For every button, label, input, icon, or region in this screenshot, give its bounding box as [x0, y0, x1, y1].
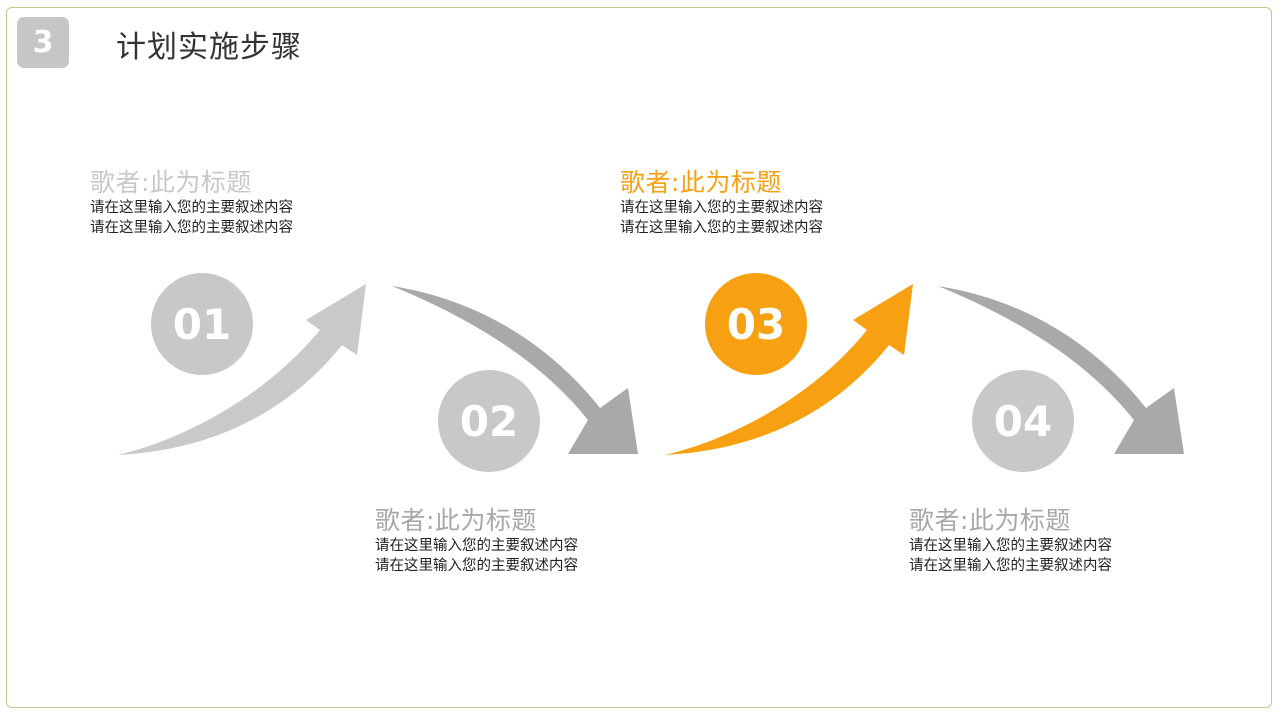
step-circle-03: 03 — [705, 273, 807, 375]
step-text-03: 歌者:此为标题 请在这里输入您的主要叙述内容 请在这里输入您的主要叙述内容 — [620, 168, 823, 238]
slide-frame — [6, 7, 1272, 708]
step-title: 歌者:此为标题 — [620, 168, 782, 197]
arrow-up-1 — [118, 284, 366, 455]
step-circle-02: 02 — [438, 370, 540, 472]
step-description-line: 请在这里输入您的主要叙述内容 — [620, 200, 823, 216]
step-title: 歌者:此为标题 — [90, 168, 252, 197]
step-description-line: 请在这里输入您的主要叙述内容 — [375, 558, 578, 574]
section-number-badge: 3 — [17, 17, 69, 68]
step-description-line: 请在这里输入您的主要叙述内容 — [90, 200, 293, 216]
step-title: 歌者:此为标题 — [375, 506, 537, 535]
step-description-line: 请在这里输入您的主要叙述内容 — [375, 538, 578, 554]
step-text-02: 歌者:此为标题 请在这里输入您的主要叙述内容 请在这里输入您的主要叙述内容 — [375, 506, 578, 576]
step-description-line: 请在这里输入您的主要叙述内容 — [90, 220, 293, 236]
page-title: 计划实施步骤 — [116, 30, 302, 65]
step-title: 歌者:此为标题 — [909, 506, 1071, 535]
step-circle-04: 04 — [972, 370, 1074, 472]
arrow-up-3 — [665, 284, 913, 455]
step-description-line: 请在这里输入您的主要叙述内容 — [620, 220, 823, 236]
step-circle-01: 01 — [151, 273, 253, 375]
arrow-down-2 — [392, 286, 638, 454]
step-description-line: 请在这里输入您的主要叙述内容 — [909, 538, 1112, 554]
step-text-01: 歌者:此为标题 请在这里输入您的主要叙述内容 请在这里输入您的主要叙述内容 — [90, 168, 293, 238]
step-text-04: 歌者:此为标题 请在这里输入您的主要叙述内容 请在这里输入您的主要叙述内容 — [909, 506, 1112, 576]
arrow-down-4 — [938, 286, 1184, 454]
step-description-line: 请在这里输入您的主要叙述内容 — [909, 558, 1112, 574]
